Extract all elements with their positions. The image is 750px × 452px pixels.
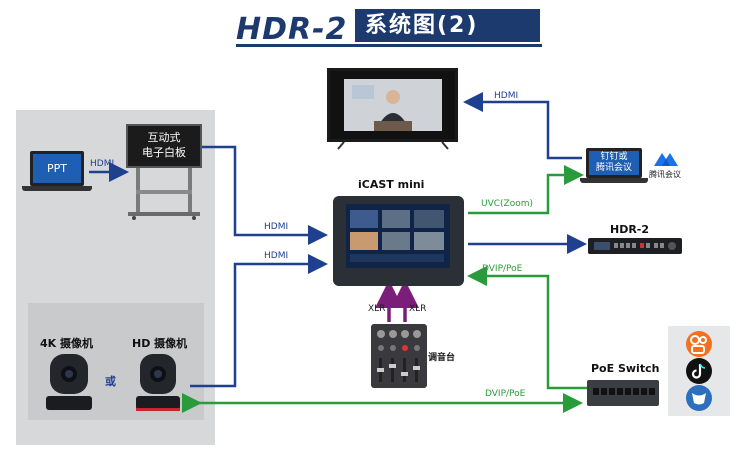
tencent-meeting-logo-icon <box>654 153 678 166</box>
whiteboard-label-line1: 互动式 <box>147 131 181 144</box>
whiteboard-label-line2: 电子白板 <box>142 146 186 159</box>
ppt-laptop-base <box>22 186 92 191</box>
switch-ports <box>593 388 655 395</box>
whiteboard-to-icast-line <box>202 145 328 245</box>
mixer-label: 调音台 <box>428 353 456 363</box>
whiteboard-hdmi-label: HDMI <box>264 222 289 232</box>
camera-hdmi-label: HDMI <box>264 251 289 261</box>
tv-screen-meeting <box>344 79 442 131</box>
tv-stand <box>337 142 449 150</box>
uvc-zoom-label: UVC(Zoom) <box>481 199 533 209</box>
ppt-hdmi-label: HDMI <box>90 159 115 169</box>
camera-4k-device <box>44 352 94 414</box>
remote-laptop-label-line2: 腾讯会议 <box>595 163 632 173</box>
remote-to-tv-line <box>463 92 582 160</box>
remote-laptop-screen: 钉钉或 腾讯会议 <box>586 148 642 178</box>
camera-to-icast-line <box>190 254 328 388</box>
xlr-right-label: XLR <box>409 304 427 314</box>
ptz-camera-4k-icon <box>46 354 92 410</box>
icast-ui-thumbnails <box>350 210 444 262</box>
icast-label: iCAST mini <box>358 178 425 191</box>
icast-to-remote-line <box>468 165 584 215</box>
whiteboard-stand <box>128 168 200 220</box>
camera-dvip-poe-label: DVIP/PoE <box>485 389 526 399</box>
camera-hd-device <box>134 352 182 414</box>
icast-poe-line <box>467 266 587 390</box>
hdr2-device <box>588 238 682 254</box>
audio-mixer-device <box>371 324 427 388</box>
diagram-title-model: HDR-2 <box>236 12 348 47</box>
mixer-knobs <box>377 330 421 382</box>
hdr2-label: HDR-2 <box>610 223 650 236</box>
title-underline <box>236 44 542 47</box>
icast-screen <box>346 204 450 268</box>
tencent-meeting-logo-label: 腾讯会议 <box>649 170 681 179</box>
kuaishou-icon <box>686 331 712 357</box>
ppt-laptop-screen: PPT <box>30 151 84 186</box>
camera-4k-label: 4K 摄像机 <box>40 337 94 350</box>
camera-hd-label: HD 摄像机 <box>132 337 188 350</box>
presenter-image <box>344 79 442 131</box>
douyin-icon <box>686 358 712 384</box>
tv-display <box>327 68 458 142</box>
camera-or-label: 或 <box>105 375 116 388</box>
icast-dvip-poe-label: DVIP/PoE <box>482 264 523 274</box>
remote-laptop-base <box>580 178 648 183</box>
remote-laptop-label-line1: 钉钉或 <box>600 152 628 162</box>
hdr2-front-panel <box>594 242 676 250</box>
bird-platform-icon <box>686 385 712 411</box>
poe-switch-label: PoE Switch <box>591 362 660 375</box>
poe-switch-device <box>587 380 659 406</box>
tv-hdmi-label: HDMI <box>494 91 519 101</box>
interactive-whiteboard: 互动式 电子白板 <box>126 124 202 168</box>
xlr-left-label: XLR <box>368 304 386 314</box>
diagram-title-subtitle: 系统图(2) <box>355 9 540 42</box>
ptz-camera-hd-icon <box>136 354 180 411</box>
icast-mini-device <box>333 196 464 286</box>
